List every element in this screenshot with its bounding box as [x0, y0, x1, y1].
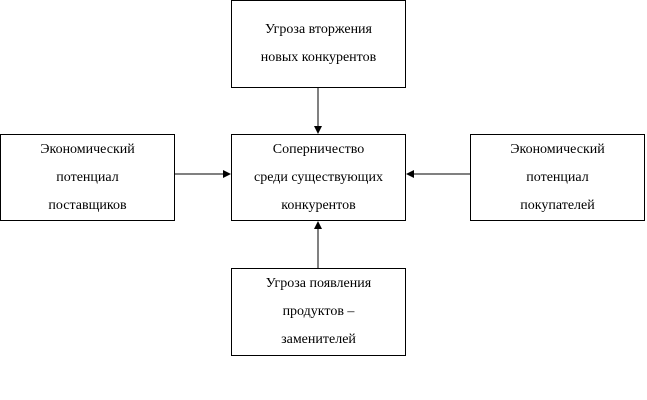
- box-line: новых конкурентов: [260, 50, 377, 65]
- box-line: заменителей: [281, 332, 356, 347]
- box-line: Угроза появления: [265, 276, 372, 291]
- supplier-power-box: Экономический потенциал поставщиков: [0, 134, 175, 221]
- buyer-power-box: Экономический потенциал покупателей: [470, 134, 645, 221]
- threat-of-substitutes-box: Угроза появления продуктов – заменителей: [231, 268, 406, 356]
- box-line: потенциал: [56, 169, 119, 185]
- box-line: продуктов –: [282, 304, 355, 319]
- box-line: Экономический: [40, 141, 135, 157]
- box-line: покупателей: [520, 197, 595, 213]
- box-line: поставщиков: [48, 197, 127, 213]
- box-line: Угроза вторжения: [265, 22, 372, 37]
- threat-of-new-entrants-box: Угроза вторжения новых конкурентов: [231, 0, 406, 88]
- box-line: Экономический: [510, 141, 605, 157]
- box-line: среди существующих: [254, 169, 383, 185]
- competitive-rivalry-box: Соперничество среди существующих конкуре…: [231, 134, 406, 221]
- box-line: конкурентов: [281, 197, 356, 213]
- box-line: Соперничество: [272, 141, 365, 157]
- box-line: потенциал: [526, 169, 589, 185]
